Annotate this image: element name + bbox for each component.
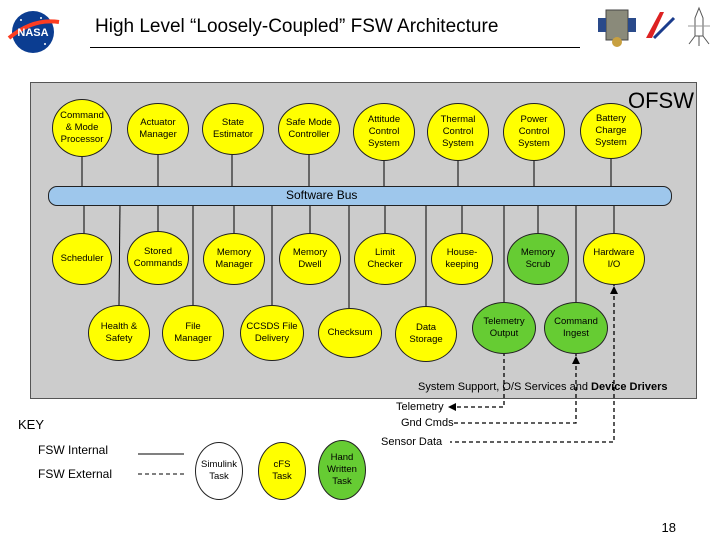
node-actuator-manager: Actuator Manager	[127, 103, 189, 155]
key-fsw-internal: FSW Internal	[38, 443, 109, 457]
software-bus	[48, 186, 672, 206]
rocket-sketch-icon	[684, 6, 714, 48]
spacecraft-patch-icon	[596, 4, 638, 48]
node-memory-scrub: Memory Scrub	[507, 233, 569, 285]
system-support-text: System Support, O/S Services and	[418, 381, 592, 393]
node-telemetry-output: Telemetry Output	[472, 302, 536, 354]
node-attitude-control-system: Attitude Control System	[353, 103, 415, 161]
node-housekeeping: House- keeping	[431, 233, 493, 285]
sensor-data-label: Sensor Data	[381, 436, 443, 448]
node-safe-mode-controller: Safe Mode Controller	[278, 103, 340, 155]
page-number: 18	[661, 520, 676, 535]
telemetry-label: Telemetry	[396, 401, 444, 413]
node-hardware-io: Hardware I/O	[583, 233, 645, 285]
node-file-manager: File Manager	[162, 305, 224, 361]
node-limit-checker: Limit Checker	[354, 233, 416, 285]
node-state-estimator: State Estimator	[202, 103, 264, 155]
node-scheduler: Scheduler	[52, 233, 112, 285]
node-data-storage: Data Storage	[395, 306, 457, 362]
node-thermal-control-system: Thermal Control System	[427, 103, 489, 161]
nasa-logo-text: NASA	[17, 27, 48, 39]
key-hand-written-task: Hand Written Task	[318, 440, 366, 500]
device-drivers-text: Device Drivers	[591, 381, 668, 393]
node-memory-dwell: Memory Dwell	[279, 233, 341, 285]
nasa-logo: NASA	[5, 8, 61, 56]
node-checksum: Checksum	[318, 308, 382, 358]
node-health-safety: Health & Safety	[88, 305, 150, 361]
key-fsw-external: FSW External	[38, 467, 113, 481]
node-memory-manager: Memory Manager	[203, 233, 265, 285]
system-support-label: System Support, O/S Services and Device …	[418, 381, 667, 393]
node-command-ingest: Command Ingest	[544, 302, 608, 354]
software-bus-label: Software Bus	[286, 188, 358, 202]
key-simulink-task: Simulink Task	[195, 442, 243, 500]
key-title: KEY	[18, 417, 45, 432]
title-rule	[90, 47, 580, 48]
gnd-cmds-label: Gnd Cmds	[401, 417, 454, 429]
page-title: High Level “Loosely-Coupled” FSW Archite…	[95, 16, 499, 37]
node-command-mode-processor: Command & Mode Processor	[52, 99, 112, 157]
node-battery-charge-system: Battery Charge System	[580, 103, 642, 159]
ofsw-label: OFSW	[628, 88, 694, 113]
node-power-control-system: Power Control System	[503, 103, 565, 161]
key-cfs-task: cFS Task	[258, 442, 306, 500]
node-stored-commands: Stored Commands	[127, 231, 189, 285]
research-center-logo	[640, 8, 682, 44]
node-ccsds-file-delivery: CCSDS File Delivery	[240, 305, 304, 361]
